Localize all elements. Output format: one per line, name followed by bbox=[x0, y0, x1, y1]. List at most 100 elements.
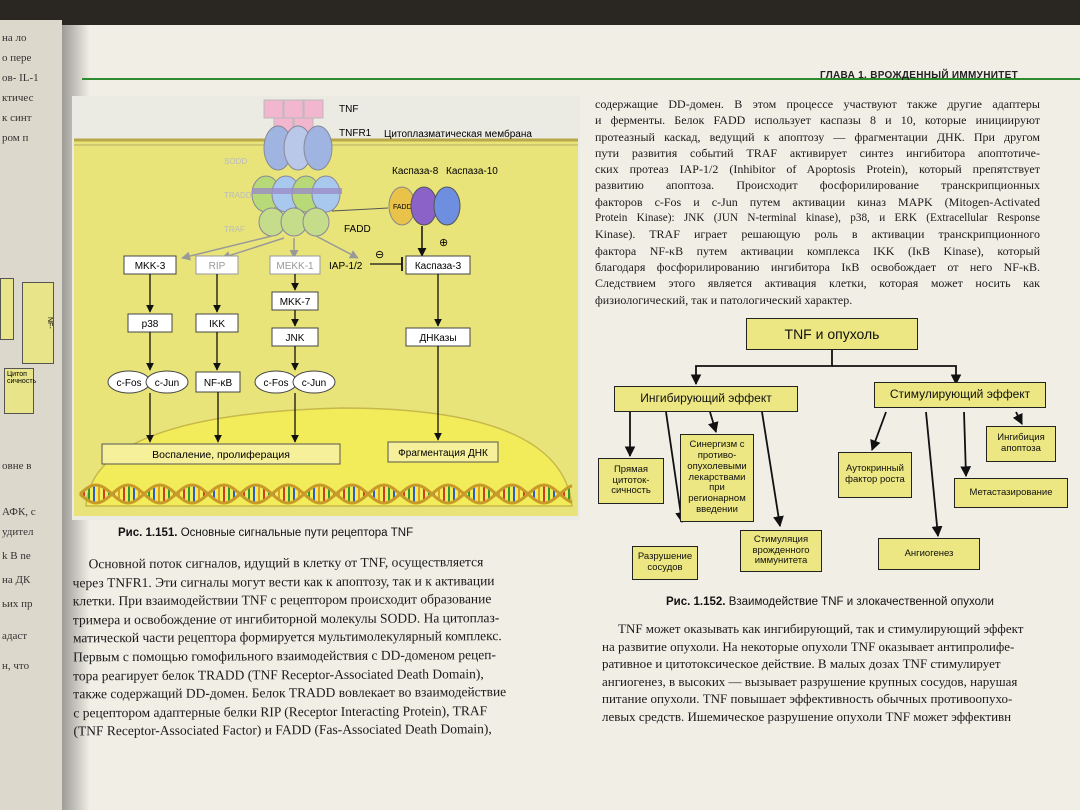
connector-innate bbox=[761, 411, 784, 528]
caspase3-label: Каспаза-3 bbox=[415, 261, 462, 272]
sodd-label: SODD bbox=[224, 157, 247, 166]
tnfr1-subunit bbox=[303, 125, 333, 171]
caspase10-label: Каспаза-10 bbox=[446, 166, 498, 177]
left-page-fragment: ьих пр bbox=[2, 598, 33, 610]
text-line: на развитие опухоли. На некоторые опухол… bbox=[602, 638, 1015, 654]
left-page-strip: на ло о пере ов- IL-1 ктичес к синт ром … bbox=[0, 20, 62, 810]
text-line: ративное и цитотоксическое действие. В м… bbox=[602, 656, 1001, 671]
tradd-label: TRADD bbox=[224, 191, 252, 200]
left-page-fragment: ов- IL-1 bbox=[2, 72, 39, 84]
jnk-label: JNK bbox=[286, 333, 305, 344]
fig1-caption-text: Основные сигнальные пути рецептора TNF bbox=[177, 527, 414, 539]
fadd-oval-label: FADD bbox=[393, 204, 412, 211]
connector-root-stim bbox=[832, 365, 962, 386]
inhibitory-effect-box: Ингибирующий эффект bbox=[614, 386, 798, 412]
left-page-fragment: адаст bbox=[2, 630, 28, 642]
text-line: факторов c-Fos и c-Jun путем активации к… bbox=[595, 194, 1040, 209]
traf-subunit bbox=[302, 207, 330, 237]
dna-fragmentation-box bbox=[387, 441, 499, 463]
mekk1-label: MEKK-1 bbox=[276, 261, 314, 272]
left-body-text: Основной поток сигналов, идущий в клетку… bbox=[73, 553, 586, 742]
text-line: благодаря фосфорилированию ингибитора Iκ… bbox=[595, 259, 1040, 274]
left-page-fragment: ром п bbox=[2, 132, 29, 144]
arrow-to-iap bbox=[315, 235, 359, 259]
fig2-connectors bbox=[624, 350, 1023, 538]
text-line: содержащие DD-домен. В этом процессе уча… bbox=[595, 97, 1040, 111]
membrane-label: Цитоплазматическая мембрана bbox=[384, 128, 532, 140]
text-line: питание опухоли. TNF повышает эффективно… bbox=[602, 691, 1013, 706]
ikk-label: IKK bbox=[209, 319, 225, 330]
arrow-to-rip bbox=[221, 237, 285, 260]
left-page-fragment: АФК, с bbox=[2, 506, 36, 518]
connector-apoptosis bbox=[1012, 411, 1023, 425]
cjun-oval-2 bbox=[292, 370, 336, 394]
text-line: фактора NF-κB путем активации комплекса … bbox=[595, 243, 1040, 258]
caspase10-oval bbox=[433, 186, 461, 226]
text-line: Protein Kinase): JNK (JUN N-terminal kin… bbox=[595, 212, 1040, 225]
connector-synergy bbox=[708, 411, 719, 434]
angiogenesis-box: Ангиогенез bbox=[878, 538, 980, 570]
mkk3-label: MKK-3 bbox=[135, 261, 166, 272]
left-page-box: Цитоп сичность bbox=[4, 368, 36, 414]
dna-strand bbox=[78, 483, 573, 505]
fig2-caption-number: Рис. 1.152. bbox=[666, 596, 726, 608]
inflammation-box bbox=[101, 443, 341, 465]
text-line: Следствием этого является активация клет… bbox=[595, 276, 1040, 291]
arrow-to-mkk3 bbox=[181, 235, 273, 261]
apoptosis-inhibition-box: Ингибиция апоптоза bbox=[986, 426, 1056, 462]
connector-metastasis bbox=[960, 411, 972, 478]
dna-fragmentation-label: Фрагментация ДНК bbox=[398, 448, 488, 459]
text-line: протеазный каскад, ведущий к апоптозу — … bbox=[595, 129, 1040, 144]
connector-angiogenesis bbox=[925, 411, 943, 538]
left-page-fragment: k B ne bbox=[2, 550, 31, 562]
p38-label: p38 bbox=[142, 319, 159, 330]
vessel-destruction-box: Разрушение сосудов bbox=[632, 546, 698, 580]
iap-label: IAP-1/2 bbox=[329, 261, 363, 272]
innate-immunity-box: Стимуляция врожденного иммунитета bbox=[740, 530, 822, 572]
fadd-link bbox=[331, 207, 389, 212]
right-body-text: содержащие DD-домен. В этом процессе уча… bbox=[595, 96, 1040, 308]
root-box-tnf-tumor: TNF и опухоль bbox=[746, 318, 918, 350]
left-page-fragment: на ло bbox=[2, 32, 27, 44]
left-page-fragment: о пере bbox=[2, 52, 32, 64]
fig2-caption-text: Взаимодействие TNF и злокачественной опу… bbox=[725, 596, 994, 608]
tnf-label: TNF bbox=[339, 104, 358, 115]
text-line: TNF может оказывать как ингибирующий, та… bbox=[618, 621, 1024, 636]
inflammation-label: Воспаление, пролиферация bbox=[152, 449, 290, 461]
stimulatory-effect-box: Стимулирующий эффект bbox=[874, 382, 1046, 408]
tnf-signaling-diagram: TNF TNFR1 Цитоплазматическая мембрана SO… bbox=[72, 96, 580, 520]
text-line: ангиогенез, в высоких — вызывает разруше… bbox=[602, 673, 1018, 689]
caspase8-oval bbox=[410, 186, 438, 226]
tnf-subunit bbox=[263, 99, 284, 119]
autocrine-factor-box: Аутокринный фактор роста bbox=[838, 452, 912, 498]
text-line: левых средств. Ишемическое разрушение оп… bbox=[602, 708, 1012, 724]
caspase8-label: Каспаза-8 bbox=[392, 166, 439, 177]
mkk7-label: MKK-7 bbox=[280, 297, 311, 308]
dd-domain-band bbox=[252, 188, 342, 194]
cjun-oval-1 bbox=[145, 370, 189, 394]
connector-root-inhib bbox=[690, 350, 833, 386]
fig1-caption-number: Рис. 1.151. bbox=[118, 527, 178, 539]
left-page-box bbox=[0, 278, 14, 340]
text-line: ских протеаз IAP-1/2 (Inhibitor of Apopt… bbox=[595, 162, 1040, 177]
fig2-caption: Рис. 1.152. Взаимодействие TNF и злокаче… bbox=[666, 596, 994, 608]
fig1-caption: Рис. 1.151. Основные сигнальные пути рец… bbox=[118, 527, 413, 539]
cjun-label-1: c-Jun bbox=[155, 378, 179, 389]
dna-strand bbox=[78, 483, 573, 505]
chapter-header: ГЛАВА 1. ВРОЖДЕННЫЙ ИММУНИТЕТ bbox=[820, 70, 1019, 81]
text-line: пути развития событий TRAF активирует си… bbox=[595, 145, 1040, 160]
connector-autocrine bbox=[870, 411, 887, 452]
text-line: развитию апоптоза. Происходит фосфорилир… bbox=[595, 178, 1040, 193]
text-line: Kinase). TRAF играет решающую роль в акт… bbox=[595, 227, 1040, 242]
inhibit-sign: ⊖ bbox=[375, 249, 384, 261]
tnf-subunit bbox=[303, 99, 324, 119]
cfos-label-1: c-Fos bbox=[117, 378, 142, 389]
metastasis-box: Метастазирование bbox=[954, 478, 1068, 508]
left-page-fragment: нa ДК bbox=[2, 574, 31, 586]
fadd-label: FADD bbox=[344, 224, 371, 235]
tnf-tumor-diagram: TNF и опухоль Ингибирующий эффект Стимул… bbox=[586, 312, 1080, 592]
activate-sign: ⊕ bbox=[439, 237, 448, 249]
left-page-fragment: овне в bbox=[2, 460, 32, 472]
dna-helix bbox=[78, 483, 573, 505]
tnfr1-label: TNFR1 bbox=[339, 128, 372, 139]
